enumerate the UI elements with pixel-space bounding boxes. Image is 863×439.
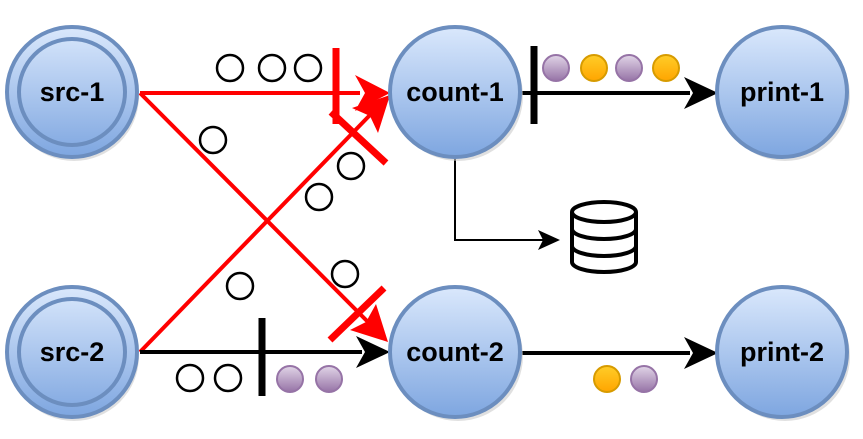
- node-label: src-2: [40, 337, 105, 367]
- database-icon: [570, 200, 638, 274]
- record-purple: [542, 54, 570, 82]
- edge-src1-count1: [140, 75, 390, 111]
- edge-src1-count2: [138, 91, 388, 342]
- record-empty: [304, 182, 334, 212]
- edge-src2-count1: [138, 95, 390, 354]
- edge-count1-storage: [454, 158, 560, 250]
- edge-src2-count2: [140, 336, 390, 368]
- barrier-red-2: [328, 109, 389, 166]
- node-src-1[interactable]: src-1: [5, 25, 139, 161]
- record-empty: [198, 125, 228, 155]
- record-empty: [175, 363, 205, 393]
- record-empty: [336, 151, 366, 181]
- node-label: count-2: [406, 337, 504, 367]
- record-orange: [580, 54, 608, 82]
- record-empty: [293, 53, 323, 83]
- edge-count2-print2: [522, 337, 718, 369]
- node-label: print-2: [740, 337, 824, 367]
- node-src-2[interactable]: src-2: [5, 285, 139, 421]
- record-orange: [593, 365, 621, 393]
- node-label: src-1: [40, 77, 105, 107]
- edge-count1-print1: [522, 77, 718, 109]
- node-count-2[interactable]: count-2: [388, 285, 523, 421]
- record-purple: [276, 365, 304, 393]
- record-purple: [615, 54, 643, 82]
- record-empty: [330, 259, 360, 289]
- empty-records: [175, 53, 366, 393]
- record-purple: [630, 365, 658, 393]
- node-print-1[interactable]: print-1: [715, 25, 850, 161]
- node-count-1[interactable]: count-1: [388, 25, 523, 161]
- record-orange: [652, 54, 680, 82]
- record-empty: [213, 363, 243, 393]
- node-print-2[interactable]: print-2: [715, 285, 850, 421]
- record-empty: [257, 53, 287, 83]
- node-label: print-1: [740, 77, 824, 107]
- record-empty: [215, 53, 245, 83]
- barrier-red-3: [327, 285, 387, 343]
- node-label: count-1: [406, 77, 504, 107]
- record-purple: [315, 365, 343, 393]
- record-empty: [225, 271, 255, 301]
- colored-records: [276, 54, 680, 393]
